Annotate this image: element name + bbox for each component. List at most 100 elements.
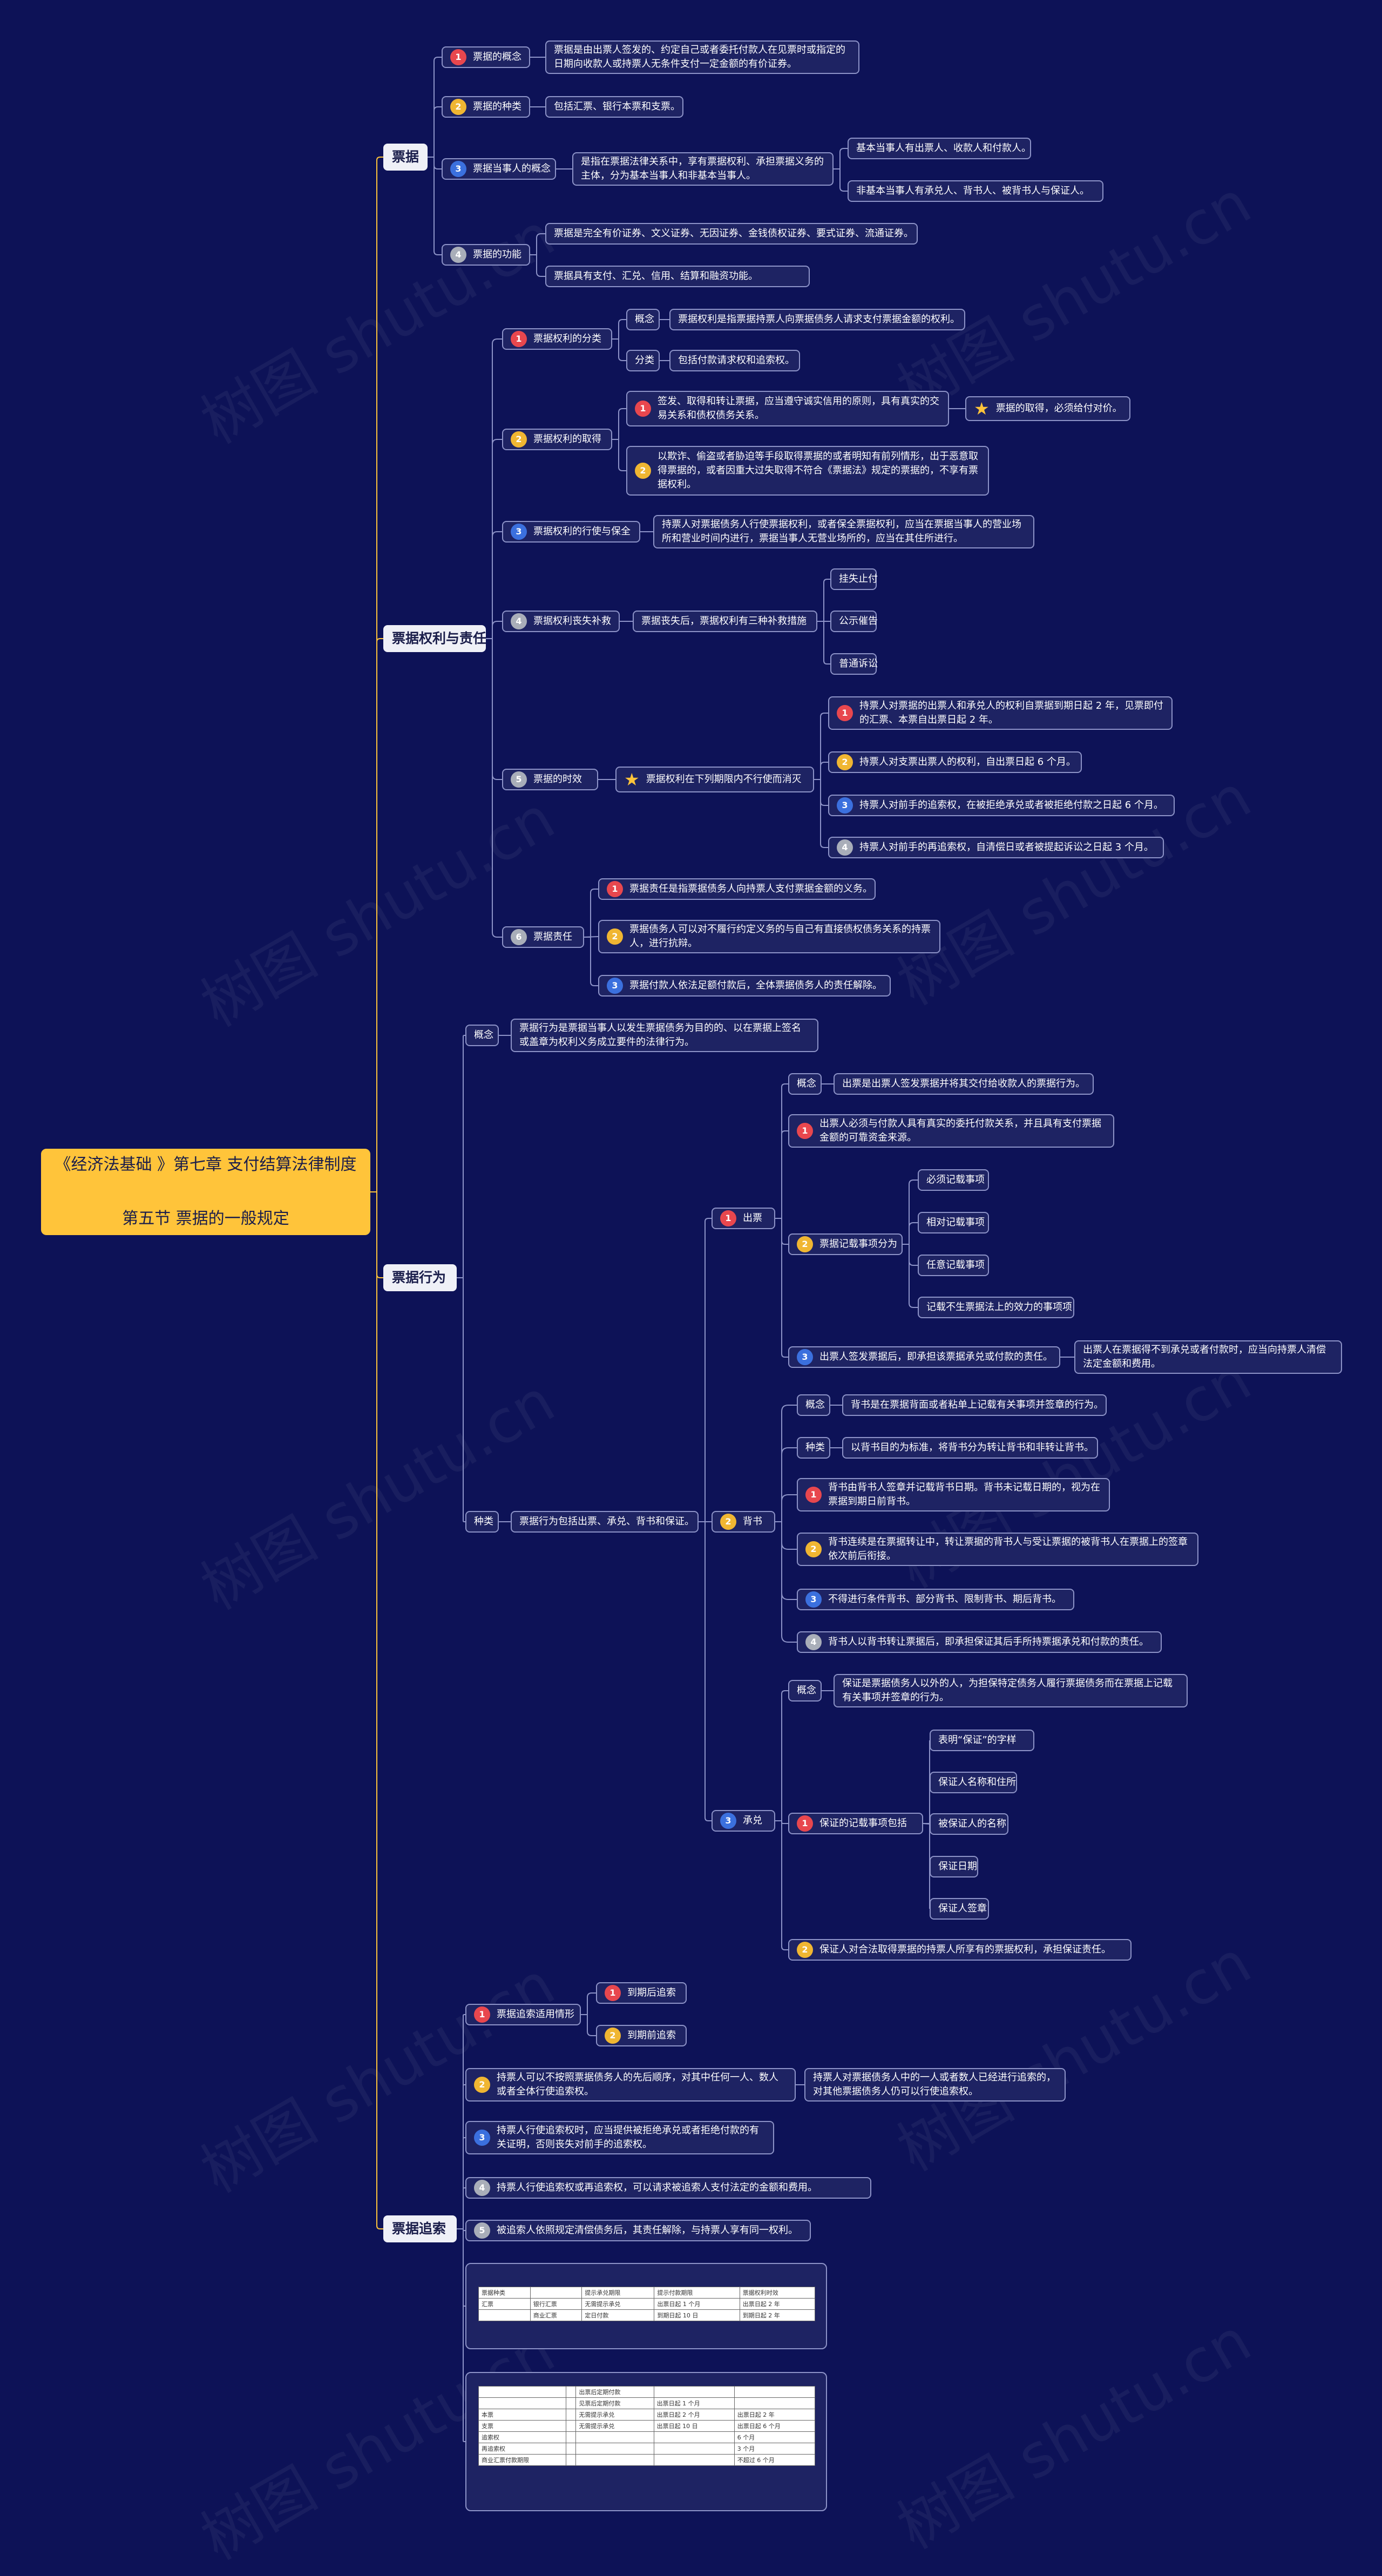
accept-concept: 概念	[788, 1680, 822, 1701]
table-cell: 3 个月	[734, 2443, 816, 2455]
exercise-note: 持票人对票据债务人行使票据权利，或者保全票据权利，应当在票据当事人的营业场所和营…	[653, 515, 1034, 548]
table-cell	[478, 2397, 567, 2409]
badge-2: 2	[450, 99, 466, 115]
table-cell: 到期日起 10 日	[654, 2309, 740, 2321]
guaranteed-name: 被保证人的名称	[930, 1813, 1008, 1835]
root-topic[interactable]: 《经济法基础 》第七章 支付结算法律制度 第五节 票据的一般规定	[41, 1149, 370, 1235]
table-cell: 无需提示承兑	[575, 2409, 654, 2421]
table-cell: 汇票	[478, 2298, 531, 2310]
table-row: 支票无需提示承兑出票日起 10 日出票日起 6 个月	[478, 2420, 816, 2432]
table-cell	[566, 2443, 577, 2455]
classification-note: 包括付款请求权和追索权。	[669, 350, 800, 371]
piaoju-types-note: 包括汇票、银行本票和支票。	[545, 96, 683, 118]
connector	[457, 2228, 465, 2442]
connector	[486, 621, 502, 639]
table-cell: 出票日起 2 个月	[653, 2409, 735, 2421]
root-title: 《经济法基础 》第七章 支付结算法律制度 第五节 票据的一般规定	[55, 1155, 357, 1228]
connector	[775, 1083, 788, 1219]
connector	[903, 1179, 918, 1245]
acquisition-consideration: ★票据的取得，必须给付对价。	[965, 396, 1130, 421]
connector	[775, 1218, 788, 1358]
connector	[457, 2137, 465, 2229]
guarantor-seal: 保证人签章	[930, 1898, 989, 1920]
table-cell: 票据权利时效	[739, 2287, 816, 2299]
optional-items: 任意记载事项	[918, 1255, 989, 1276]
table-row: 本票无需提示承兑出票日起 2 个月出票日起 2 年	[478, 2409, 816, 2421]
table-cell: 不超过 6 个月	[734, 2454, 816, 2466]
piaoju-concept-note: 票据是由出票人签发的、约定自己或者委托付款人在见票时或指定的日期向收款人或持票人…	[545, 40, 859, 74]
connector	[428, 57, 442, 158]
connector	[903, 1244, 918, 1308]
table-cell: 出票日起 2 年	[739, 2298, 816, 2310]
table-cell	[566, 2386, 577, 2398]
branch-recourse[interactable]: 票据追索	[383, 2215, 457, 2242]
table-cell	[653, 2431, 735, 2443]
table-row: 出票后定期付款	[478, 2386, 816, 2398]
guarantee-word: 表明“保证”的字样	[930, 1730, 1034, 1751]
branch-rights-duties[interactable]: 票据权利与责任	[383, 625, 486, 652]
table-cell: 出票日起 1 个月	[653, 2397, 735, 2409]
endorse-kinds-note: 以背书目的为标准，将背书分为转让背书和非转让背书。	[842, 1437, 1098, 1459]
table-cell	[575, 2431, 654, 2443]
issue-concept-note: 出票是出票人签发票据并将其交付给收款人的票据行为。	[834, 1073, 1094, 1095]
branch-piaoju[interactable]: 票据	[383, 144, 428, 171]
table-cell: 无需提示承兑	[575, 2420, 654, 2432]
table-cell: 出票日起 6 个月	[734, 2420, 816, 2432]
table-cell: 商业汇票付款期限	[478, 2454, 567, 2466]
basic-parties: 基本当事人有出票人、收款人和付款人。	[848, 138, 1031, 159]
connector	[699, 1521, 712, 1821]
connector	[775, 1820, 788, 1950]
table-cell	[566, 2420, 577, 2432]
table-cell	[575, 2454, 654, 2466]
acts-concept[interactable]: 概念	[465, 1025, 499, 1046]
connector	[486, 531, 502, 639]
connector	[903, 1244, 918, 1266]
acts-kinds[interactable]: 种类	[465, 1511, 499, 1533]
classification-key: 分类	[626, 350, 660, 371]
connector	[486, 638, 502, 780]
limitation-table-2: 出票后定期付款见票后定期付款出票日起 1 个月本票无需提示承兑出票日起 2 个月…	[478, 2386, 816, 2466]
remedy-public-notice: 公示催告	[830, 611, 878, 632]
table-cell: 见票后定期付款	[575, 2397, 654, 2409]
remedy-lawsuit: 普通诉讼	[830, 653, 878, 675]
table-cell	[530, 2287, 582, 2299]
required-items: 必须记载事项	[918, 1169, 989, 1191]
functions-note-1: 票据是完全有价证券、文义证券、无因证券、金钱债权证券、要式证券、流通证券。	[545, 223, 918, 245]
table-cell: 到期日起 2 年	[739, 2309, 816, 2321]
table-cell	[566, 2431, 577, 2443]
guarantee-date: 保证日期	[930, 1856, 978, 1877]
connector	[612, 338, 626, 361]
connector	[530, 233, 545, 255]
table-cell: 银行汇票	[530, 2298, 582, 2310]
ineffective-items: 记载不生票据法上的效力的事项项	[918, 1297, 1074, 1318]
connector	[581, 2014, 596, 2036]
badge-3: 3	[450, 161, 466, 177]
issue-concept: 概念	[788, 1073, 822, 1095]
badge-4: 4	[450, 247, 466, 263]
branch-bill-acts[interactable]: 票据行为	[383, 1264, 457, 1291]
connector	[923, 1823, 930, 1909]
